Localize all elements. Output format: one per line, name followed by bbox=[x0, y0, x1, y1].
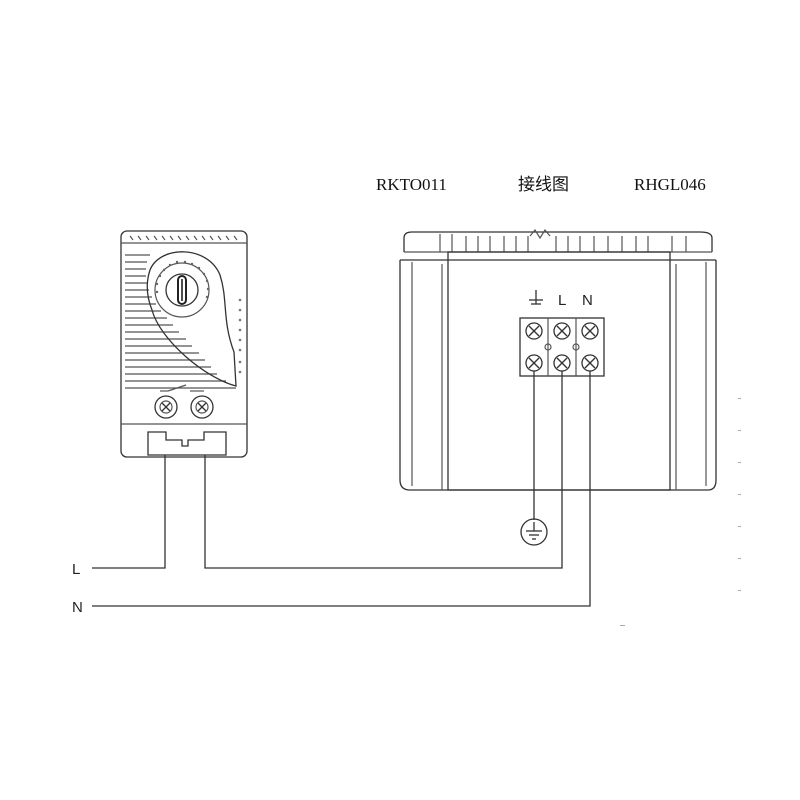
live-terminal-label: L bbox=[558, 292, 566, 309]
heater-device: L N bbox=[399, 228, 741, 626]
live-supply-wire bbox=[92, 455, 166, 569]
diagram-title: 接线图 bbox=[518, 175, 569, 194]
thermostat-terminal-1 bbox=[154, 395, 178, 419]
dial-housing bbox=[146, 251, 237, 387]
live-wire-heater bbox=[204, 371, 563, 569]
thermostat-device bbox=[120, 230, 248, 458]
thermostat-model-label: RKTO011 bbox=[376, 175, 447, 194]
vent-ticks bbox=[129, 235, 238, 241]
thermostat-terminal-2 bbox=[190, 395, 214, 419]
side-grille bbox=[125, 254, 236, 389]
wiring bbox=[92, 371, 591, 607]
supply-live-label: L bbox=[72, 561, 80, 578]
ground-symbol bbox=[520, 518, 548, 546]
heater-terminal-block bbox=[519, 317, 605, 377]
temperature-dial[interactable] bbox=[154, 260, 210, 318]
supply-neutral-label: N bbox=[72, 599, 83, 616]
earth-terminal-label bbox=[529, 290, 543, 305]
neutral-terminal-label: N bbox=[582, 292, 593, 309]
switch-contact-symbol bbox=[160, 384, 204, 392]
heater-model-label: RHGL046 bbox=[634, 175, 706, 194]
heater-fins bbox=[439, 228, 687, 252]
neutral-wire bbox=[92, 371, 591, 607]
din-clip bbox=[147, 431, 227, 456]
